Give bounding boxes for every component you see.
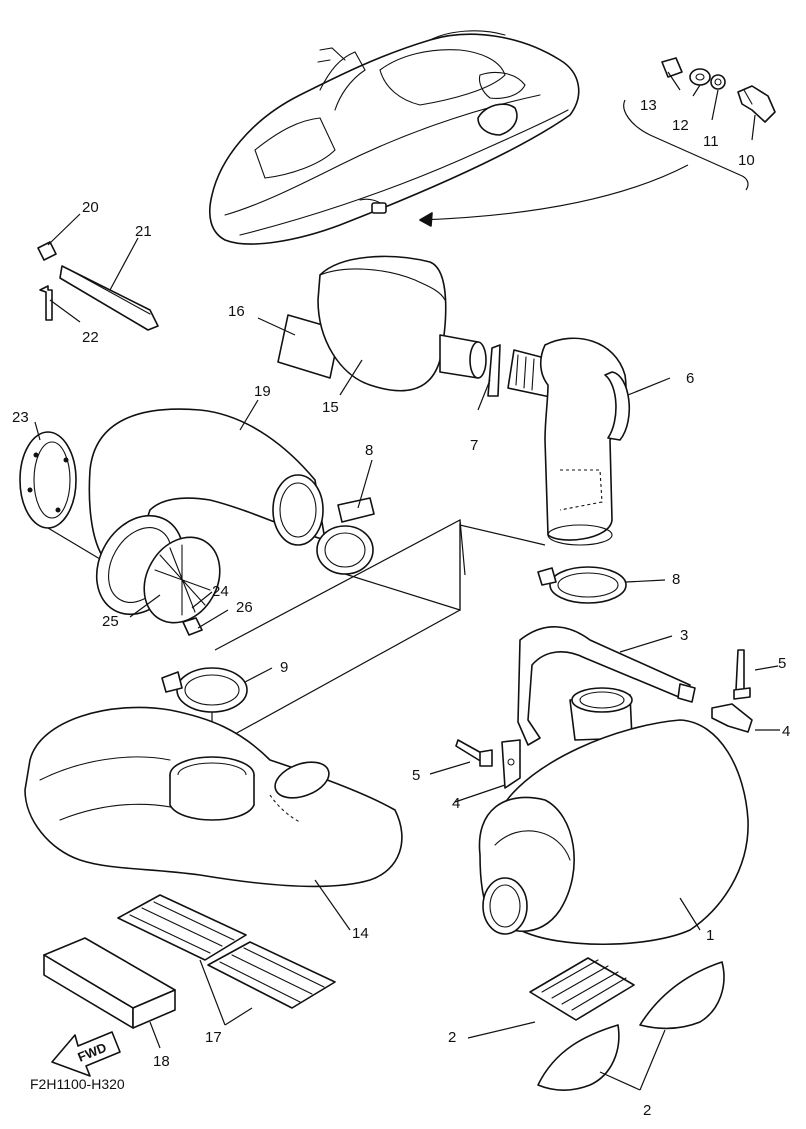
water-box-14 [24, 706, 403, 888]
resonator-duct [317, 255, 487, 392]
mats-17 [117, 894, 336, 1009]
inset-bracket [623, 99, 749, 191]
callout-1: 1 [706, 927, 714, 944]
callout-8-lower: 8 [672, 571, 680, 588]
callout-2-left: 2 [448, 1029, 456, 1046]
callout-25: 25 [102, 613, 119, 630]
callout-21: 21 [135, 223, 152, 240]
callout-24: 24 [212, 583, 229, 600]
assembly-line-center [344, 524, 546, 611]
callout-26: 26 [236, 599, 253, 616]
callout-3: 3 [680, 627, 688, 644]
callout-10: 10 [738, 152, 755, 169]
callout-14: 14 [352, 925, 369, 942]
callout-5-right: 5 [778, 655, 786, 672]
callout-2-bottom: 2 [643, 1102, 651, 1119]
callout-16: 16 [228, 303, 245, 320]
reference-code: F2H1100-H320 [30, 1076, 125, 1092]
flange-23 [19, 431, 77, 529]
gasket-plates [95, 514, 221, 636]
bracket-4-right [711, 649, 753, 733]
callout-11: 11 [703, 133, 719, 150]
callout-15: 15 [322, 399, 339, 416]
pads-2 [529, 957, 725, 1092]
callout-19: 19 [254, 383, 271, 400]
callout-18: 18 [153, 1053, 170, 1070]
callout-labels: 13 12 11 10 20 21 22 16 15 7 6 19 8 23 2… [12, 97, 790, 1119]
callout-23: 23 [12, 409, 29, 426]
muffler-1 [478, 687, 749, 946]
holding-strap-3 [517, 626, 696, 746]
callout-13: 13 [640, 97, 657, 114]
callout-4-left: 4 [452, 795, 460, 812]
cable-tie-set [37, 241, 159, 331]
exhaust-hose-6 [539, 337, 631, 546]
band-clamp-8-lower [537, 566, 627, 604]
watercraft-illustration [209, 30, 580, 245]
callout-9: 9 [280, 659, 288, 676]
band-clamp-8-upper [316, 497, 375, 575]
drain-plug-set [661, 57, 776, 123]
foam-block-18 [43, 937, 176, 1029]
location-arrow [419, 164, 689, 221]
band-clamp-9 [161, 667, 248, 713]
callout-12: 12 [672, 117, 689, 134]
exhaust-pipe-19 [88, 408, 326, 563]
callout-7: 7 [470, 437, 478, 454]
location-arrowhead [419, 212, 433, 227]
bracket-4-left [455, 739, 521, 789]
callout-6: 6 [686, 370, 694, 387]
leader-lines [34, 71, 780, 1091]
forward-arrow-icon: FWD [51, 1031, 121, 1077]
callout-22: 22 [82, 329, 99, 346]
callout-4-right: 4 [782, 723, 790, 740]
callout-17: 17 [205, 1029, 222, 1046]
callout-8-upper: 8 [365, 442, 373, 459]
callout-5-left: 5 [412, 767, 420, 784]
callout-20: 20 [82, 199, 99, 216]
assembly-line-lower [214, 520, 461, 746]
